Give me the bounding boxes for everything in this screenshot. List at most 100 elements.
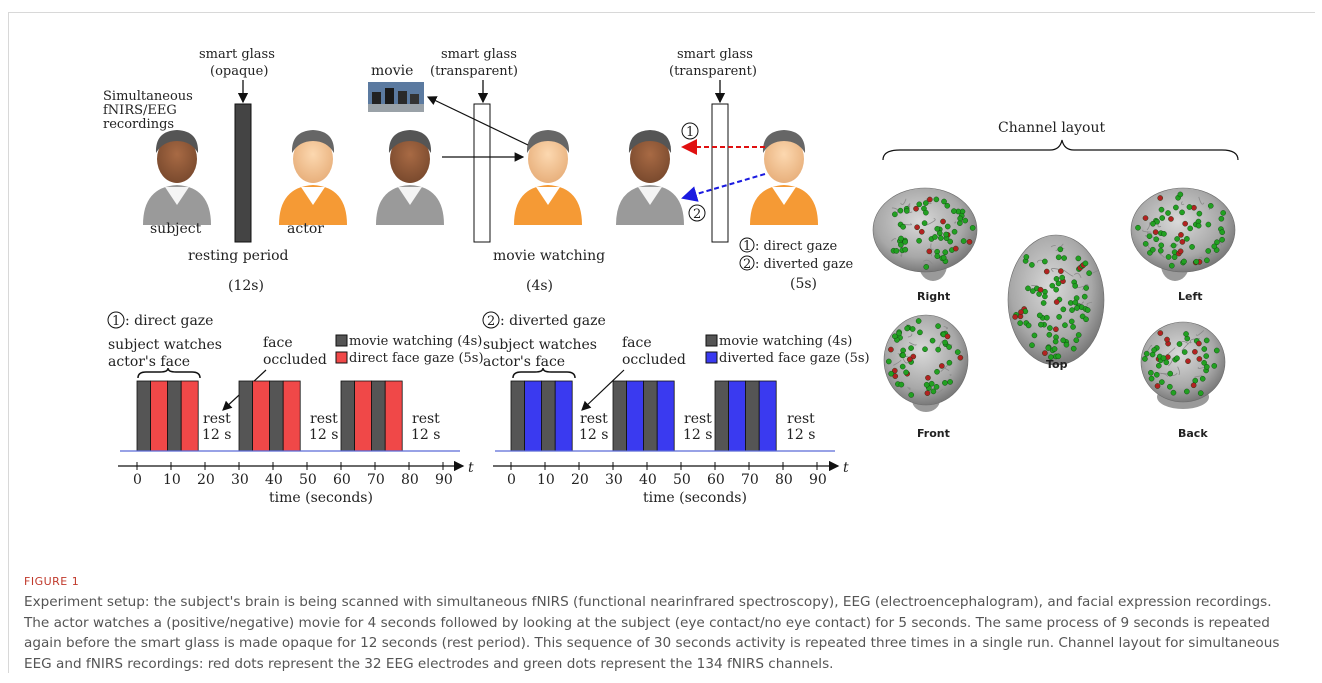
timeline-right-watch-1: subject watches [483,337,597,353]
tick-label-1: 10 [163,472,181,488]
tick-label-4: 40 [639,472,657,488]
actor-avatar-2 [514,130,582,225]
timeline-right-blocks [510,380,777,452]
subject-avatar-2 [376,130,444,225]
tick-label-5: 50 [299,472,317,488]
tick-label-7: 70 [367,472,385,488]
glass1-label-1: smart glass [199,47,275,62]
view-label-front: Front [917,427,950,440]
timeline-left-watch-1: subject watches [108,337,222,353]
subject-label: subject [150,221,202,237]
brain-view [1140,321,1226,409]
gaze-block-0-3 [554,380,573,452]
tick-label-8: 80 [775,472,793,488]
brain-view [883,314,969,412]
timeline-right-rest-2a: rest [684,411,712,427]
timeline-right-rest-3a: rest [787,411,815,427]
timeline-right-marker: 2 [487,314,495,329]
timeline-right-rest-1a: rest [580,411,608,427]
glass3-label-1: smart glass [677,47,753,62]
timeline-right-legend-gaze: diverted face gaze (5s) [719,351,870,366]
timeline-right-rest-1b: 12 s [579,427,608,443]
timeline-right-axis-label: time (seconds) [643,490,747,506]
movie-block-0-0 [510,380,526,452]
gaze-block-0-1 [524,380,542,452]
tick-label-0: 0 [507,472,516,488]
timeline-left-rest-1b: 12 s [202,427,231,443]
scene-gaze: smart glass (transparent) 1 2 1 : direct… [616,47,854,292]
timeline-left-t: t [468,460,474,476]
diverted-gaze-arrow [681,173,766,202]
tick-label-3: 30 [605,472,623,488]
figure-label: FIGURE 1 [24,575,80,588]
movie-block-2-0 [714,380,730,452]
figure-caption: FIGURE 1 Experiment setup: the subject's… [24,575,1294,674]
timeline-left-legend-gaze: direct face gaze (5s) [349,351,484,366]
gaze-block-1-3 [656,380,675,452]
timeline-right-legend-movie: movie watching (4s) [719,334,852,349]
movie-thumbnail [368,82,424,112]
movie-block-0-0 [136,380,152,452]
watch-bracket [137,367,201,379]
timeline-left-rest-2b: 12 s [309,427,338,443]
legend-marker-2: 2 [743,257,751,272]
tick-label-6: 60 [333,472,351,488]
movie-block-1-0 [238,380,254,452]
tick-label-5: 50 [673,472,691,488]
figure-panel: Simultaneous fNIRS/EEG recordings smart … [103,47,1239,506]
timeline-right-watch-2: actor's face [483,354,565,370]
smart-glass-opaque [234,103,252,243]
simultaneous-label-3: recordings [103,117,174,132]
glass2-label-2: (transparent) [430,64,518,79]
tick-label-7: 70 [741,472,759,488]
tick-label-9: 90 [435,472,453,488]
tick-label-9: 90 [809,472,827,488]
tick-label-8: 80 [401,472,419,488]
timeline-right-t: t [843,460,849,476]
smart-glass-transparent-1 [473,103,491,243]
timeline-left-watch-2: actor's face [108,354,190,370]
gaze-marker-2: 2 [693,207,701,222]
view-label-back: Back [1178,427,1208,440]
scene-resting: Simultaneous fNIRS/EEG recordings smart … [103,47,347,294]
gaze-block-2-3 [758,380,777,452]
subject-avatar [143,130,211,225]
figure-frame [8,12,1315,673]
movie-block-2-2 [745,380,760,452]
timeline-left-legend-movie: movie watching (4s) [349,334,482,349]
movie-block-1-2 [269,380,284,452]
caption-text: Experiment setup: the subject's brain is… [24,594,1280,672]
timeline-left-blocks [136,380,403,452]
tick-label-3: 30 [231,472,249,488]
watch-bracket-right [512,367,576,379]
timeline-left-occluded-2: occluded [263,352,327,368]
gaze-block-2-1 [728,380,746,452]
channel-brace [882,139,1239,161]
direct-gaze-label: : direct gaze [755,239,837,254]
brain-view [1007,234,1105,366]
view-label-right: Right [917,290,950,303]
view-label-left: Left [1178,290,1203,303]
actor-label: actor [287,221,324,237]
gaze-block-2-1 [354,380,373,452]
movie-watching-label: movie watching [493,248,605,264]
simultaneous-label-1: Simultaneous [103,89,193,104]
tick-label-4: 40 [265,472,283,488]
tick-label-2: 20 [571,472,589,488]
channel-layout-title: Channel layout [998,120,1106,136]
actor-avatar-3 [750,130,818,225]
resting-duration: (12s) [228,278,264,294]
channel-layout: Channel layout Right Top Left Front Back [872,120,1239,440]
brain-view [1130,187,1236,281]
timeline-left-rest-3a: rest [412,411,440,427]
movie-block-2-2 [371,380,386,452]
simultaneous-label-2: fNIRS/EEG [103,103,177,118]
gaze-marker-1: 1 [686,125,694,140]
resting-period-label: resting period [188,248,289,264]
gaze-block-2-3 [384,380,403,452]
timeline-left-marker: 1 [112,314,120,329]
gaze-block-1-3 [282,380,301,452]
timeline-diverted-gaze: 2 : diverted gaze subject watches actor'… [482,311,870,506]
tick-label-6: 60 [707,472,725,488]
